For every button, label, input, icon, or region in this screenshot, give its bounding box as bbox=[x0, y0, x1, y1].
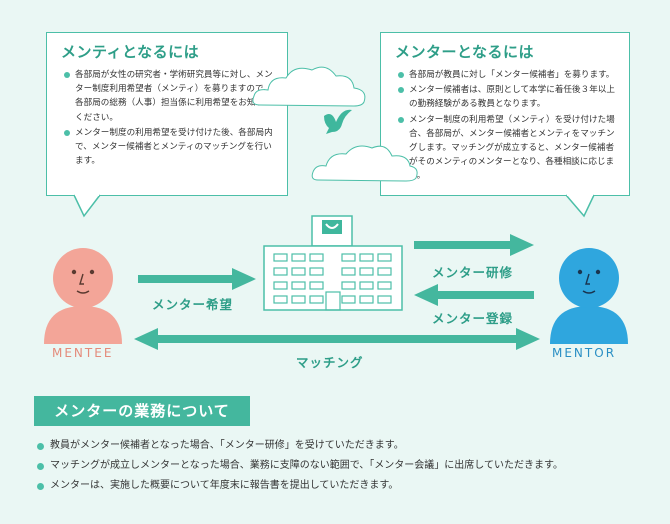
arrow-left-icon bbox=[414, 284, 534, 306]
mentee-person-icon bbox=[44, 248, 122, 344]
list-item: 各部局が教員に対し「メンター候補者」を募ります。 bbox=[398, 68, 615, 82]
mentor-info-box: メンターとなるには 各部局が教員に対し「メンター候補者」を募ります。 メンター候… bbox=[380, 32, 630, 196]
mentor-box-list: 各部局が教員に対し「メンター候補者」を募ります。 メンター候補者は、原則として本… bbox=[395, 68, 615, 184]
mentor-label: MENTOR bbox=[552, 346, 617, 360]
cloud-icon bbox=[311, 145, 418, 182]
duties-list: 教員がメンター候補者となった場合、「メンター研修」を受けていただきます。 マッチ… bbox=[34, 436, 654, 496]
arrow-right-icon bbox=[138, 268, 256, 290]
duties-title: メンターの業務について bbox=[34, 396, 250, 426]
double-arrow-icon bbox=[134, 328, 540, 350]
list-item: メンター候補者は、原則として本学に着任後３年以上の勤務経験がある教員となります。 bbox=[398, 83, 615, 111]
list-item: メンター制度の利用希望を受け付けた後、各部局内で、メンター候補者とメンティのマッ… bbox=[64, 126, 273, 169]
list-item: 教員がメンター候補者となった場合、「メンター研修」を受けていただきます。 bbox=[37, 436, 654, 456]
mentee-box-list: 各部局が女性の研究者・学術研究員等に対し、メンター制度利用希望者（メンティ）を募… bbox=[61, 68, 273, 168]
arrow-right-icon bbox=[414, 234, 534, 256]
mentor-training-label: メンター研修 bbox=[432, 265, 514, 280]
list-item: 各部局が女性の研究者・学術研究員等に対し、メンター制度利用希望者（メンティ）を募… bbox=[64, 68, 273, 125]
mentee-box-title: メンティとなるには bbox=[61, 43, 200, 61]
university-building-icon bbox=[263, 215, 403, 311]
bird-icon bbox=[324, 109, 352, 134]
list-item: マッチングが成立しメンターとなった場合、業務に支障のない範囲で、「メンター会議」… bbox=[37, 456, 654, 476]
mentee-info-box: メンティとなるには 各部局が女性の研究者・学術研究員等に対し、メンター制度利用希… bbox=[46, 32, 288, 196]
matching-label: マッチング bbox=[296, 355, 364, 370]
cloud-icon bbox=[252, 66, 366, 107]
mentor-bubble-tail bbox=[565, 194, 595, 218]
mentor-box-title: メンターとなるには bbox=[395, 43, 535, 61]
mentor-request-label: メンター希望 bbox=[152, 297, 234, 312]
list-item: メンター制度の利用希望（メンティ）を受け付けた場合、各部局が、メンター候補者とメ… bbox=[398, 113, 615, 184]
mentee-label: MENTEE bbox=[52, 346, 114, 360]
mentee-bubble-tail bbox=[73, 194, 101, 218]
mentor-registration-label: メンター登録 bbox=[432, 311, 514, 326]
list-item: メンターは、実施した概要について年度末に報告書を提出していただきます。 bbox=[37, 476, 654, 496]
mentor-person-icon bbox=[550, 248, 628, 344]
